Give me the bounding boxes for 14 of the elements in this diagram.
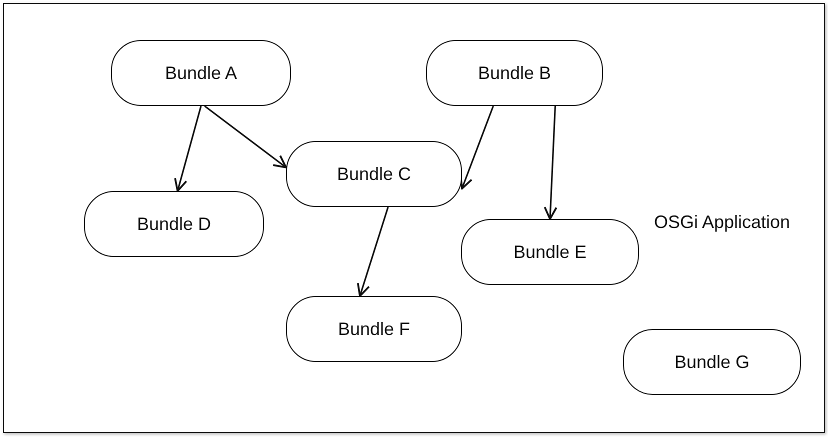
bundle-box: Bundle E — [461, 219, 639, 285]
bundle-box: Bundle B — [426, 40, 603, 106]
arrow — [356, 206, 389, 297]
frame-title: OSGi Application — [654, 212, 790, 233]
bundle-box: Bundle C — [286, 141, 462, 207]
bundle-box: Bundle A — [111, 40, 291, 106]
application-frame — [3, 3, 825, 433]
bundle-box: Bundle G — [623, 329, 801, 395]
arrow — [204, 105, 287, 168]
arrow — [544, 106, 558, 220]
arrow — [460, 106, 494, 190]
bundle-box: Bundle F — [286, 296, 462, 362]
arrow — [174, 106, 202, 192]
bundle-box: Bundle D — [84, 191, 264, 257]
